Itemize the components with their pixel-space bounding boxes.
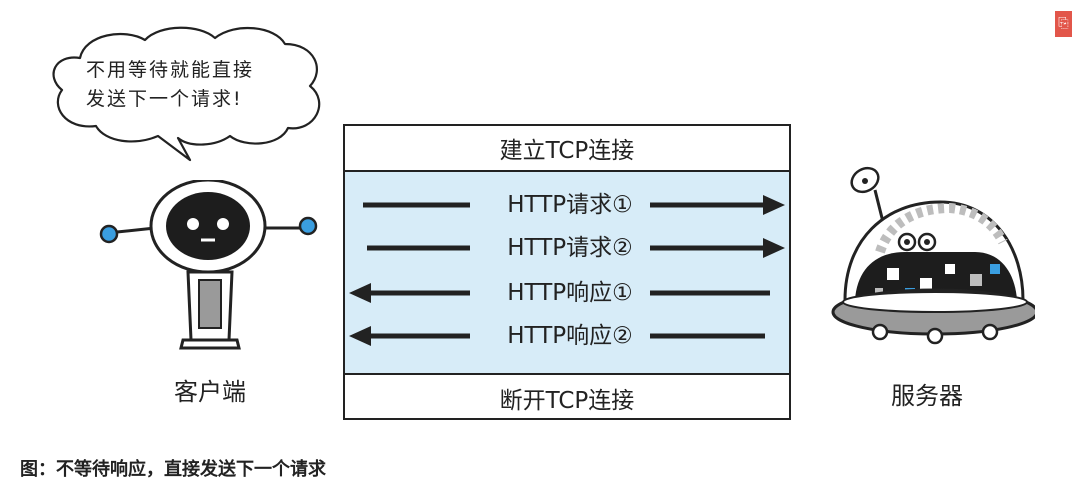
response-2-label: HTTP响应② bbox=[490, 321, 650, 351]
figure-caption: 图：不等待响应，直接发送下一个请求 bbox=[20, 455, 326, 481]
speech-line-2: 发送下一个请求! bbox=[86, 85, 296, 114]
response-1-label: HTTP响应① bbox=[490, 278, 650, 308]
tcp-connection-box: 建立TCP连接 HTTP请求① HTTP请求② HTTP响应① HTTP响应② … bbox=[343, 124, 791, 420]
server-label: 服务器 bbox=[877, 376, 977, 411]
tcp-close-label: 断开TCP连接 bbox=[345, 373, 789, 420]
request-2-label: HTTP请求② bbox=[490, 233, 650, 263]
speech-text: 不用等待就能直接 发送下一个请求! bbox=[86, 56, 296, 114]
http-pipeline-area: HTTP请求① HTTP请求② HTTP响应① HTTP响应② bbox=[345, 172, 789, 373]
tcp-open-label: 建立TCP连接 bbox=[345, 126, 789, 172]
request-1-label: HTTP请求① bbox=[490, 190, 650, 220]
bookmark-icon[interactable]: ⎘ bbox=[1055, 11, 1072, 37]
robot-server-icon bbox=[825, 160, 1035, 360]
request-2-arrowhead bbox=[763, 238, 785, 258]
speech-line-1: 不用等待就能直接 bbox=[86, 56, 296, 85]
request-1-arrowhead bbox=[763, 195, 785, 215]
robot-client-icon bbox=[95, 180, 325, 360]
client-label: 客户端 bbox=[160, 372, 260, 407]
